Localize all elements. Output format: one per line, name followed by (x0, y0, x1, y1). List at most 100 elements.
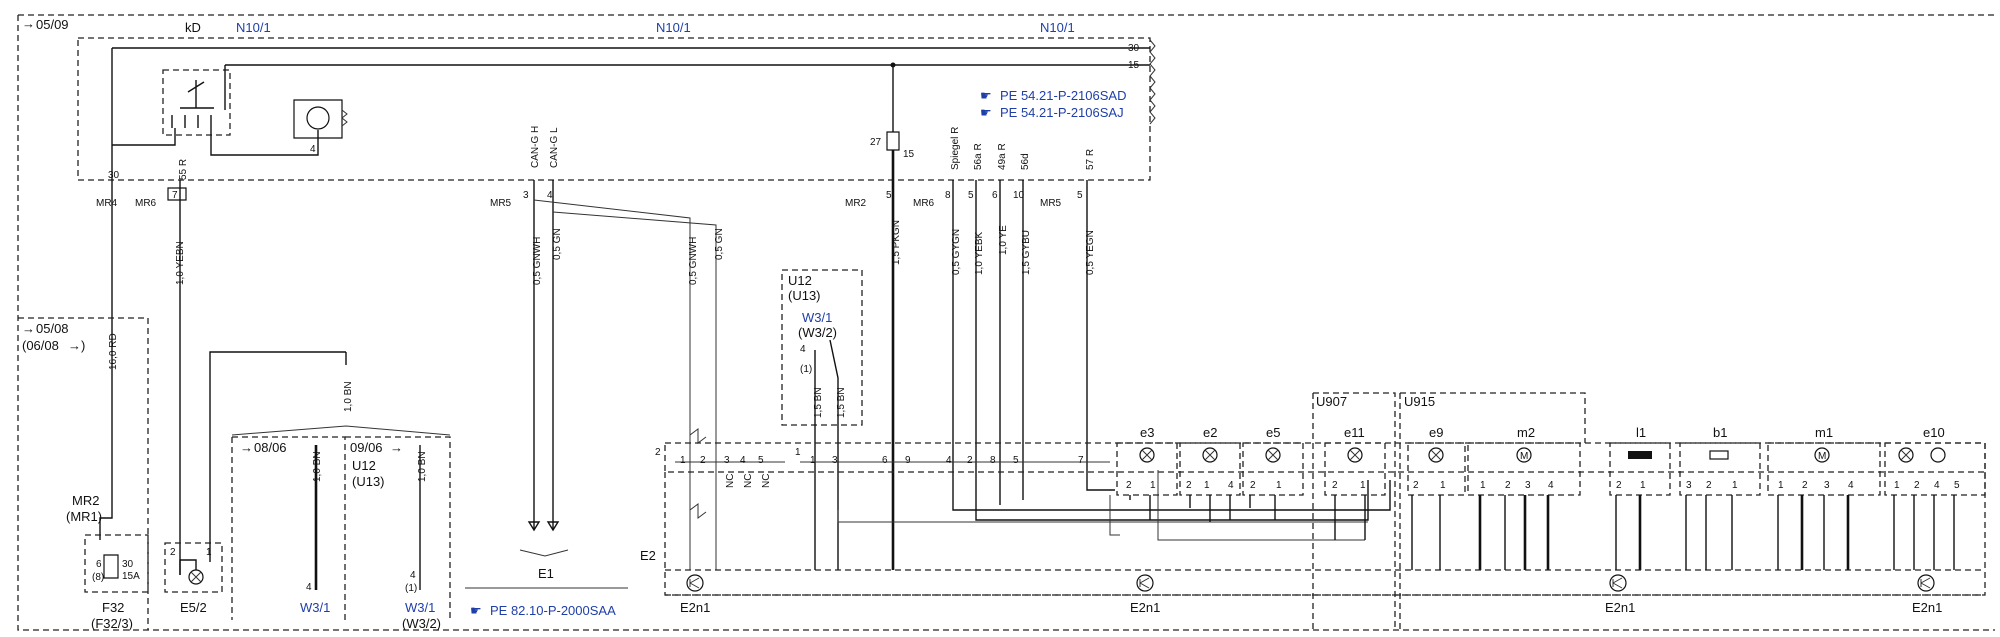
u12-pin-1: (1) (800, 364, 812, 375)
connector-mr6b: MR6 (913, 198, 935, 209)
wire-label-bn-3: 1,0 BN (417, 451, 428, 482)
svg-text:1: 1 (1150, 480, 1156, 491)
wire-label-yebn: 1,0 YEBN (175, 241, 186, 285)
left-ref1: 05/08 (36, 321, 69, 336)
pin-can-l: CAN-G L (549, 127, 560, 168)
e52-pin-2: 2 (170, 547, 176, 558)
wire-to-f32 (99, 470, 113, 540)
e52-wire (179, 559, 197, 575)
variant-box-08 (231, 436, 346, 620)
busbar-30-label: 30 (1128, 43, 1140, 54)
svg-text:2: 2 (1706, 480, 1712, 491)
label-e5: e5 (1266, 425, 1280, 440)
mr5a-pin-3: 3 (523, 190, 529, 201)
mr5a-pin-4: 4 (547, 190, 553, 201)
transistor-pin: 4 (310, 144, 316, 155)
w32-label: (W3/2) (402, 616, 441, 631)
svg-text:5: 5 (1954, 480, 1960, 491)
pe-ref-2-hand: ☛ (980, 105, 992, 120)
pe-ref-1-hand: ☛ (980, 88, 992, 103)
n10-label-3: N10/1 (1040, 20, 1075, 35)
svg-text:1: 1 (1480, 480, 1486, 491)
e2-nc-3: NC (761, 474, 772, 488)
e2-pin-l5: 5 (758, 455, 764, 466)
pe-bottom-hand: ☛ (470, 603, 482, 618)
svg-text:2: 2 (1802, 480, 1808, 491)
u12-label: U12 (788, 273, 812, 288)
left-mr1: (MR1) (66, 509, 102, 524)
wire-label-pkgn: 1,5 PKGN (891, 220, 902, 265)
fuse-15-label: 15 (903, 149, 915, 160)
left-variant-box (18, 317, 149, 630)
svg-text:2: 2 (1505, 480, 1511, 491)
wire-label-gn-2: 0,5 GN (714, 228, 725, 260)
w31-pin-1: (1) (405, 583, 417, 594)
e52-box (164, 542, 223, 593)
e2n1-transistor-1 (686, 574, 704, 592)
label-e9: e9 (1429, 425, 1443, 440)
f32-pin-30: 30 (122, 559, 134, 570)
e2n1-label-3: E2n1 (1605, 600, 1635, 615)
wire-can-l-e2 (552, 211, 717, 570)
e2-break-marks (689, 428, 707, 519)
e2-pin-r3: 3 (832, 455, 838, 466)
connector-mr4: MR4 (96, 198, 118, 209)
e1-brace (519, 549, 569, 557)
connector-mr5b: MR5 (1040, 198, 1062, 209)
left-ref2-arrow: →) (68, 338, 85, 353)
wire-label-yegn: 0,5 YEGN (1085, 230, 1096, 275)
left-ref1-arrow: → (22, 321, 35, 336)
e2-nc-2: NC (743, 474, 754, 488)
svg-text:1: 1 (1276, 480, 1282, 491)
variant-u12: U12 (352, 458, 376, 473)
svg-text:2: 2 (1332, 480, 1338, 491)
e2n1-transistor-3 (1609, 574, 1627, 592)
label-m2: m2 (1517, 425, 1535, 440)
e2-conn-right: 1 (795, 447, 801, 458)
variant-09-arrow: → (390, 440, 403, 455)
wire-bn-e52 (209, 351, 346, 562)
f32-pin-8: (8) (92, 572, 104, 583)
label-e11: e11 (1344, 425, 1365, 440)
connector-mr5a: MR5 (490, 198, 512, 209)
mr6b-pin-5: 5 (968, 190, 974, 201)
e2-pin-r9: 9 (905, 455, 911, 466)
e52-pin-1: 1 (206, 547, 212, 558)
svg-text:2: 2 (1616, 480, 1622, 491)
svg-text:4: 4 (1228, 480, 1234, 491)
kd-label: kD (185, 20, 201, 35)
e2-pin-r2: 2 (967, 455, 973, 466)
f32-box (84, 534, 149, 593)
connector-mr6a: MR6 (135, 198, 157, 209)
fuse-15 (886, 131, 900, 151)
label-b1: b1 (1713, 425, 1727, 440)
variant-08-label: 08/06 (254, 440, 287, 455)
wire-label-gybu: 1,5 GYBU (1021, 230, 1032, 275)
transistor-box (293, 99, 343, 139)
pin-49a: 49a R (997, 143, 1008, 170)
wire-yebk (975, 180, 1369, 521)
pin-57r: 57 R (1085, 149, 1096, 170)
relay-out-wire (112, 128, 176, 146)
e2n1-label-1: E2n1 (680, 600, 710, 615)
wire-gygn (952, 180, 1391, 511)
variant-brace (231, 425, 451, 436)
e2n1-label-4: E2n1 (1912, 600, 1942, 615)
relay-box (162, 69, 231, 136)
wire-label-gygn: 0,5 GYGN (951, 229, 962, 275)
wire-label-yebk: 1,0 YEBK (974, 231, 985, 275)
label-e3: e3 (1140, 425, 1154, 440)
e2-pin-r5: 5 (1013, 455, 1019, 466)
u12-w31: W3/1 (802, 310, 832, 325)
u12-w32: (W3/2) (798, 325, 837, 340)
e2n1-label-2: E2n1 (1130, 600, 1160, 615)
busbar-15-label: 15 (1128, 60, 1140, 71)
e2-pin-l2: 2 (700, 455, 706, 466)
wire-label-16rd: 16,0 RD (108, 333, 119, 370)
label-l1: l1 (1636, 425, 1646, 440)
relay-ctrl-wire (210, 128, 319, 156)
w31-label-a: W3/1 (300, 600, 330, 615)
